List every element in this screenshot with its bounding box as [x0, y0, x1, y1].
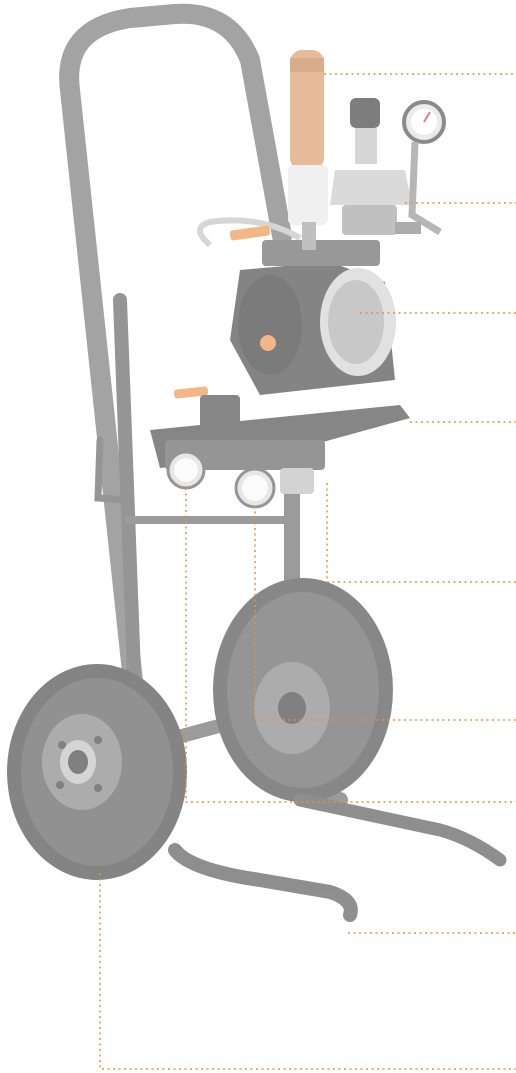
leader-frame-support [326, 483, 516, 583]
air-hose [197, 217, 302, 248]
callout-leaders [99, 73, 516, 1070]
pump-body [230, 240, 396, 395]
valve-handle-lower [173, 386, 209, 399]
foot-stand-tube-rear [293, 793, 507, 867]
leader-wheel [99, 873, 516, 1070]
muffler-assembly [288, 50, 328, 250]
valve-handle-upper [229, 225, 271, 241]
leader-pressure-gauge-left [185, 488, 516, 803]
regulator-assembly [330, 98, 446, 235]
valve-body-lower [200, 395, 240, 431]
foot-stand-tube [168, 843, 358, 922]
frame-hook [94, 436, 134, 504]
cart-handle [59, 3, 292, 710]
front-wheel [7, 664, 187, 880]
back-wheel [213, 578, 393, 802]
manifold-block [165, 440, 325, 470]
lower-gauges [166, 450, 314, 509]
equipment-illustration [7, 3, 507, 922]
